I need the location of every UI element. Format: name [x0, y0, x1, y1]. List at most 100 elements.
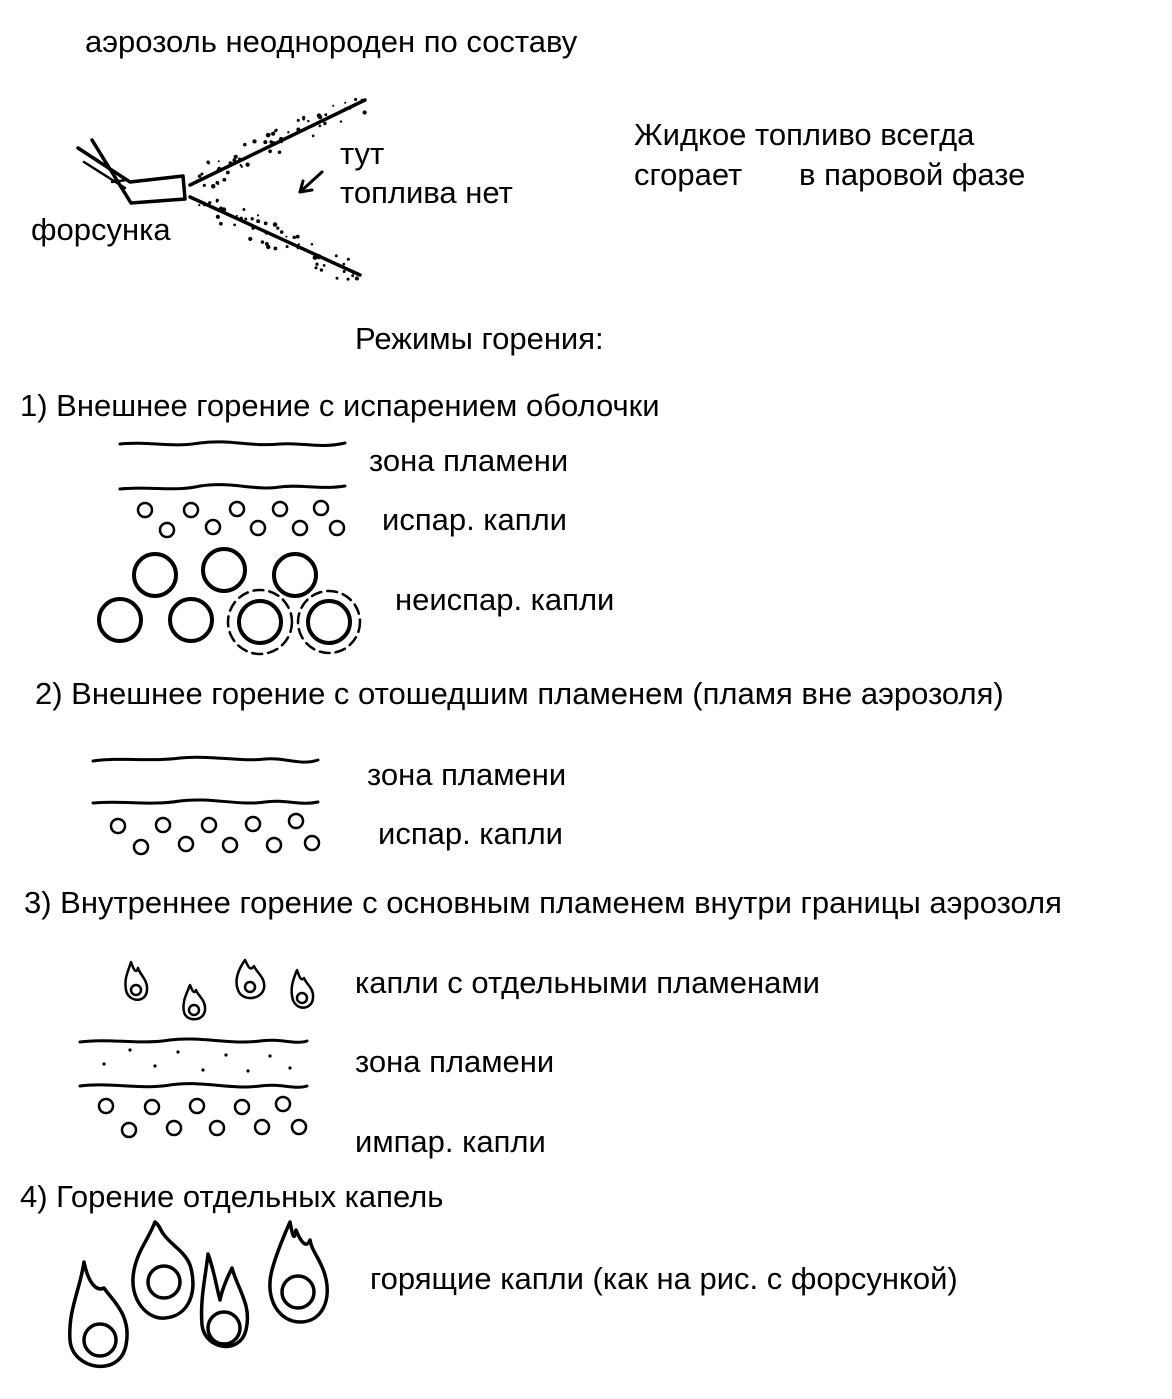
mode1-flame-lower: [118, 483, 347, 491]
spray-particle: [324, 113, 328, 117]
no-fuel-label-line1: тут: [340, 136, 385, 171]
vapor-note-line2b: в паровой фазе: [799, 157, 1026, 192]
spray-particle: [244, 217, 248, 221]
spray-particle: [235, 214, 238, 217]
mode3-flame-zone-label: зона пламени: [355, 1044, 555, 1079]
spray-particle: [264, 241, 269, 246]
mode1-evap-drops: [136, 499, 346, 539]
injector-arrow: [110, 168, 128, 184]
spray-particle: [216, 169, 220, 173]
spray-particle: [360, 98, 364, 102]
mode1-sketch: [97, 440, 362, 656]
spray-particle: [208, 201, 212, 205]
spray-particle: [352, 272, 355, 275]
spray-lower-edge: [188, 195, 362, 277]
spray-particle: [296, 247, 299, 250]
spray-particle: [276, 226, 280, 230]
spray-particle: [219, 221, 223, 226]
vapor-note-line1: Жидкое топливо всегда: [634, 117, 975, 152]
spray-particle: [250, 217, 254, 221]
spray-particle: [302, 117, 305, 121]
burning-drop-3: [199, 1252, 250, 1348]
spray-particle: [319, 268, 324, 272]
mode3-evap-drops: [97, 1095, 308, 1139]
spray-particle: [248, 236, 253, 241]
spray-particle: [312, 255, 318, 260]
spray-particle: [202, 203, 206, 207]
mode1-evap-drops-label: испар. капли: [382, 502, 567, 537]
mode3-flame-drops: [124, 958, 315, 1021]
spray-particle: [285, 235, 288, 238]
mode3-flame-lower: [78, 1082, 309, 1089]
spray-particle: [307, 119, 310, 123]
spray-particle: [210, 184, 216, 189]
spray-particle: [221, 207, 227, 212]
spray-particle: [260, 240, 265, 244]
spray-particle: [311, 134, 315, 138]
mode1-vapor-shells: [226, 588, 362, 656]
spray-particle: [362, 110, 367, 115]
mode4-sketch: [68, 1220, 329, 1369]
spray-particle: [266, 244, 271, 250]
spray-particle: [355, 277, 358, 281]
mode2-evap-drops-label: испар. капли: [378, 816, 563, 851]
mode3-drops-flames-label: капли с отдельными пламенами: [355, 965, 820, 1000]
spray-particle: [285, 245, 289, 249]
spray-particle: [291, 133, 294, 137]
spray-particle: [316, 255, 321, 260]
spray-particle: [273, 246, 278, 251]
mode3-title: 3) Внутреннее горение с основным пламене…: [24, 885, 1062, 920]
spray-particle: [207, 162, 211, 165]
spray-particle: [251, 226, 255, 230]
spray-particle: [268, 149, 272, 154]
spray-particle: [274, 129, 278, 133]
spray-particle: [315, 262, 319, 266]
aerosol-note: аэрозоль неоднороден по составу: [85, 24, 578, 59]
spray-particle: [344, 101, 347, 104]
mode2-title: 2) Внешнее горение с отошедшим пламенем …: [35, 676, 1004, 711]
burning-drop-2: [131, 1220, 195, 1320]
burning-drop-4: [268, 1220, 329, 1324]
spray-particle: [280, 141, 283, 144]
spray-particle: [217, 160, 220, 163]
spray-particle: [314, 266, 318, 270]
burning-drop-1: [68, 1260, 129, 1369]
mode1-nonevap-drops-label: неиспар. капли: [395, 582, 615, 617]
injector-nozzle: [76, 138, 187, 205]
spray-particle: [272, 141, 276, 144]
mode3-flame-upper: [78, 1037, 309, 1044]
spray-particle: [322, 264, 326, 267]
spray-particle: [272, 222, 278, 227]
spray-particle: [296, 127, 301, 132]
spray-particle: [269, 140, 273, 144]
spray-particle: [295, 234, 300, 239]
spray-particle: [222, 177, 227, 182]
spray-particle: [225, 170, 230, 175]
spray-particle: [232, 158, 237, 163]
spray-particle: [240, 165, 243, 168]
spray-particle: [198, 203, 201, 207]
spray-particle: [243, 142, 247, 147]
spray-particle: [304, 249, 307, 252]
spray-particle: [265, 132, 271, 138]
spray-particle: [237, 157, 242, 161]
no-fuel-label-line2: топлива нет: [340, 175, 513, 210]
spray-particle: [334, 254, 338, 258]
spray-particle: [216, 182, 220, 185]
spray-particle: [351, 274, 355, 278]
spray-particle: [342, 262, 346, 266]
spray-particle: [242, 207, 246, 211]
spray-particle: [202, 183, 206, 187]
spray-particle: [332, 104, 335, 107]
spray-particle: [197, 174, 202, 178]
spray-particle: [339, 120, 343, 123]
spray-particle: [215, 200, 219, 203]
mode2-flame-zone-label: зона пламени: [367, 757, 567, 792]
spray-particle: [252, 139, 257, 144]
spray-particle: [256, 214, 260, 217]
spray-particle: [263, 140, 268, 145]
spray-particles: [197, 97, 367, 281]
mode2-sketch: [91, 755, 321, 856]
spray-particle: [228, 161, 233, 165]
